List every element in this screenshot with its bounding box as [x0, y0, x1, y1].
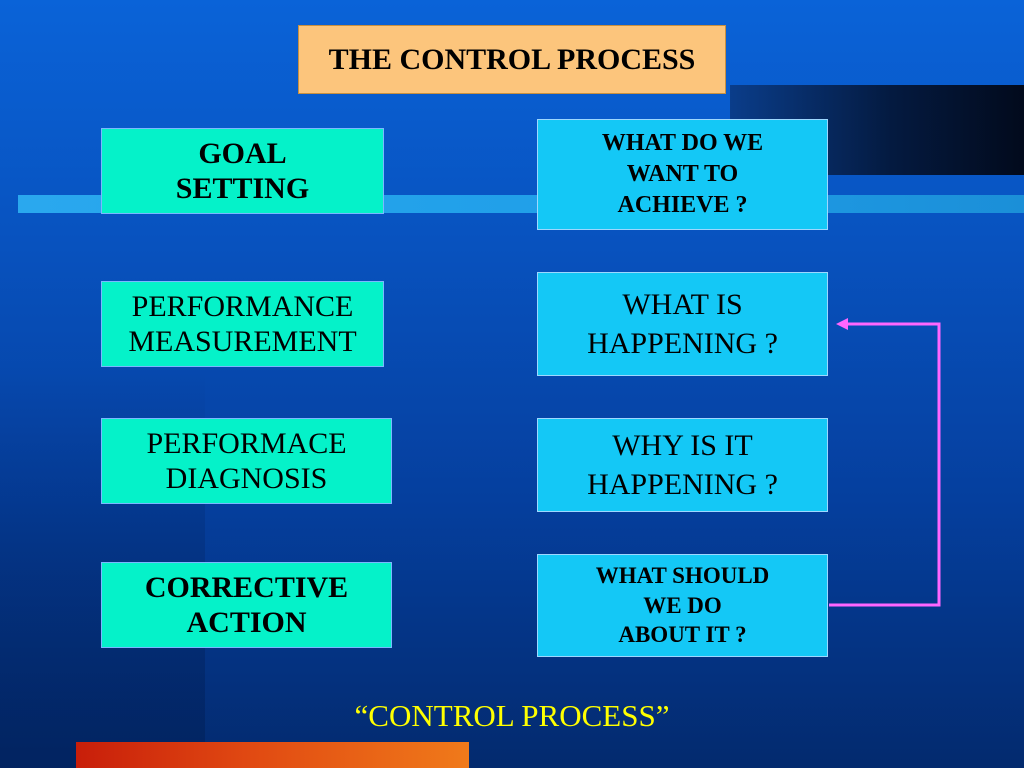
feedback-arrowhead — [836, 318, 848, 330]
feedback-loop-line — [829, 322, 941, 607]
diagram-title: THE CONTROL PROCESS — [298, 25, 726, 94]
stage-performance-measurement: PERFORMANCE MEASUREMENT — [101, 281, 384, 367]
stage-corrective-action: CORRECTIVE ACTION — [101, 562, 392, 648]
footer-caption: “CONTROL PROCESS” — [354, 698, 670, 733]
decorative-orange-bar — [76, 742, 469, 768]
question-what-to-achieve: WHAT DO WE WANT TO ACHIEVE ? — [537, 119, 828, 230]
question-what-is-happening: WHAT IS HAPPENING ? — [537, 272, 828, 376]
stage-goal-setting: GOAL SETTING — [101, 128, 384, 214]
question-what-should-we-do: WHAT SHOULD WE DO ABOUT IT ? — [537, 554, 828, 657]
question-why-happening: WHY IS IT HAPPENING ? — [537, 418, 828, 512]
stage-performance-diagnosis: PERFORMACE DIAGNOSIS — [101, 418, 392, 504]
